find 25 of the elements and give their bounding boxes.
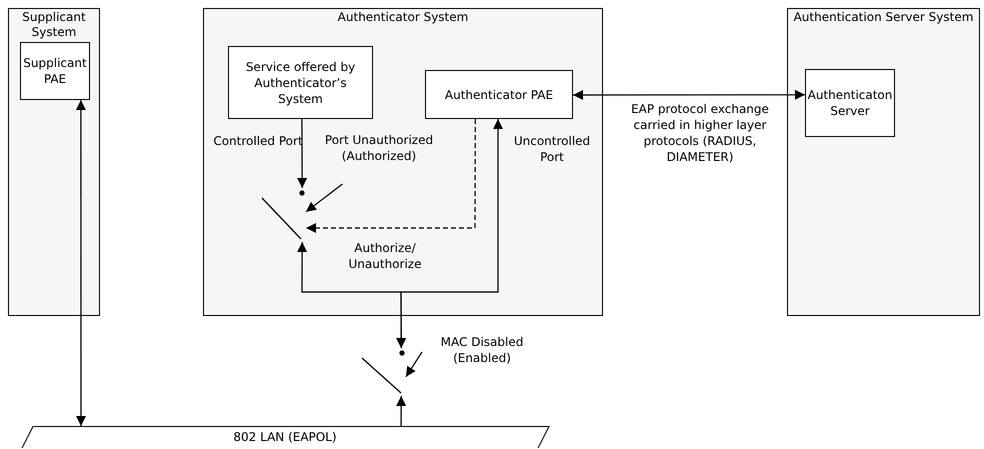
annotation-text: Port Unauthorized (Authorized) [322, 132, 436, 184]
arrow [306, 119, 476, 233]
box-title: Authentication Server System [792, 9, 974, 25]
leader-arrow [306, 184, 343, 212]
double-arrow [573, 90, 805, 100]
arrow [396, 396, 406, 426]
system-box [203, 8, 603, 316]
system-box [8, 8, 100, 316]
system-box [787, 8, 980, 316]
component-box: Authenticator PAE [425, 70, 573, 119]
arrow [297, 119, 308, 188]
leader-arrow [406, 352, 422, 378]
component-box: Supplicant PAE [20, 42, 90, 100]
edge-label: Uncontrolled Port [512, 133, 592, 165]
annotation-text: MAC Disabled (Enabled) [422, 334, 542, 370]
box-title: Supplicant System [21, 9, 87, 40]
double-arrow [76, 100, 86, 426]
edge-label: EAP protocol exchange carried in higher layer protocols (RADIUS, DIAMETER) [630, 101, 770, 165]
edge-label: Controlled Port [213, 133, 303, 149]
lan-segment: 802 LAN (EAPOL) [20, 426, 550, 448]
edge-label: Authorize/ Unauthorize [348, 240, 422, 272]
component-box: Service offered by Authenticator’s System [228, 46, 373, 119]
double-arrow [396, 119, 503, 348]
component-box: Authenticaton Server [805, 69, 895, 137]
box-title: Authenticator System [336, 9, 470, 25]
